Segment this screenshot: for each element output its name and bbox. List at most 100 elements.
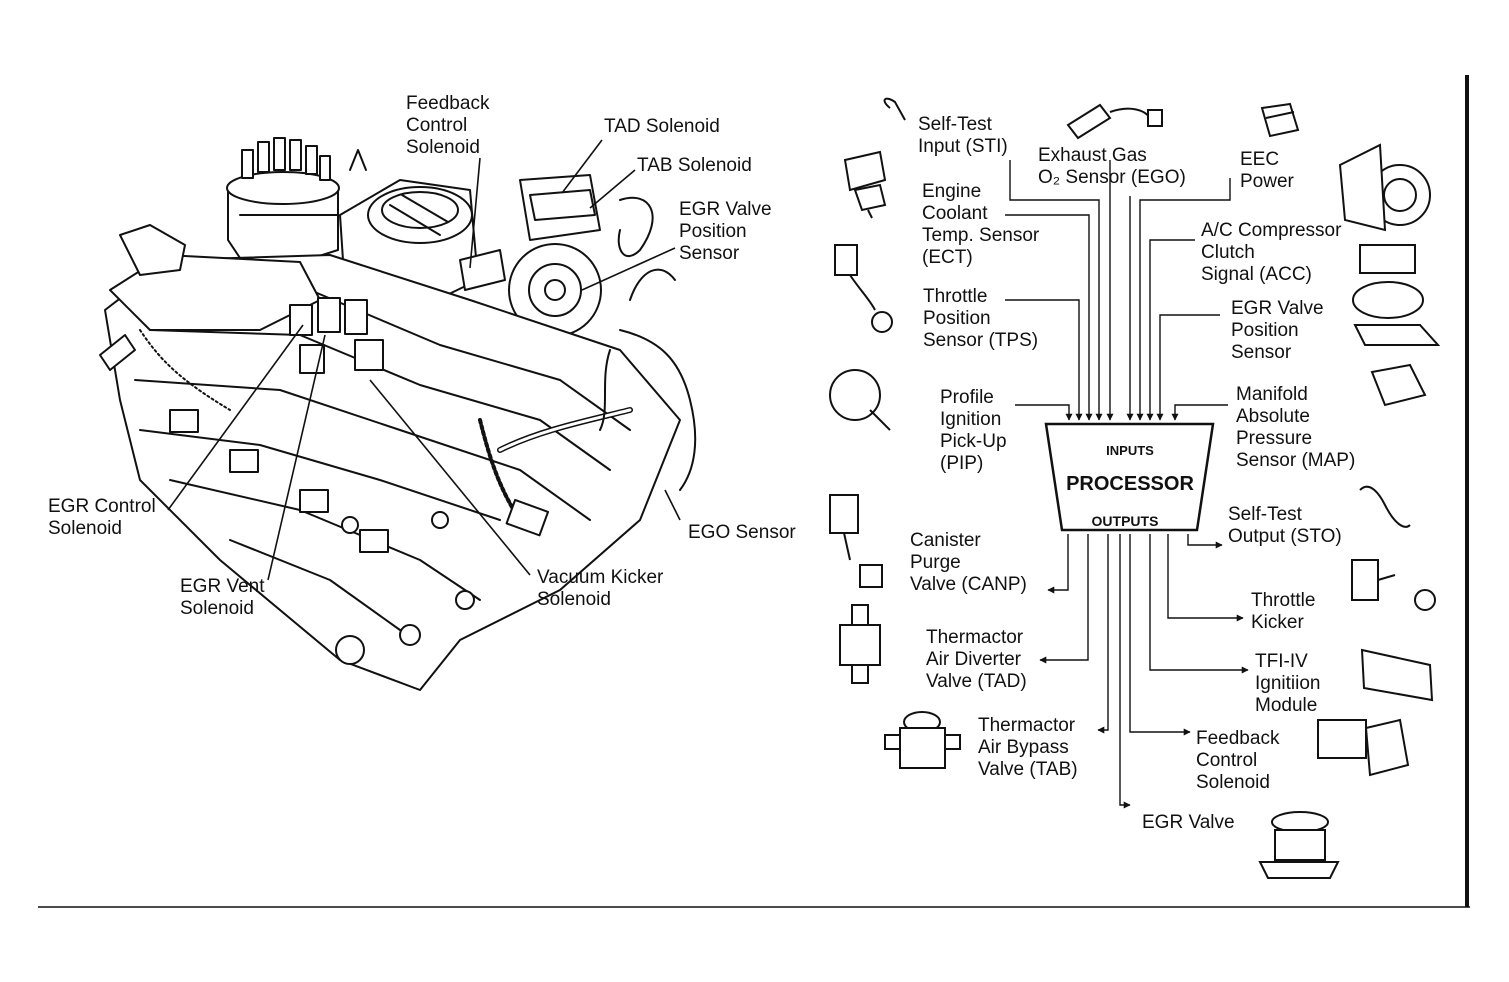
label-line: Coolant — [922, 203, 988, 224]
label-line: Absolute — [1236, 406, 1310, 427]
label-line: Purge — [910, 552, 961, 573]
label-line: (ECT) — [922, 247, 973, 268]
eec-power-icon — [1260, 102, 1300, 138]
label-egr-control-solenoid: EGR Control Solenoid — [48, 496, 156, 540]
exhaust-gas-sensor-icon — [1066, 103, 1163, 140]
label-line: Solenoid — [180, 598, 254, 619]
label-line: Self-Test — [1228, 504, 1302, 525]
leader-egr-position — [581, 247, 676, 291]
label-line: Exhaust Gas — [1038, 145, 1147, 166]
label-vacuum-kicker-solenoid: Vacuum Kicker Solenoid — [537, 567, 663, 611]
label-line: Solenoid — [537, 589, 611, 610]
engine-leader-lines — [167, 139, 681, 581]
tab-valve-icon — [884, 711, 961, 769]
label-line: Output (STO) — [1228, 526, 1342, 547]
egr-position-sensor-icon — [1352, 244, 1441, 346]
label-line: Signal (ACC) — [1201, 264, 1312, 285]
label-throttle-kicker: Throttle Kicker — [1251, 590, 1315, 634]
map-sensor-icon — [1370, 363, 1427, 407]
label-tad-solenoid: TAD Solenoid — [604, 116, 720, 138]
label-line: Control — [1196, 750, 1258, 771]
label-line: Position — [679, 221, 747, 242]
label-line: Vacuum Kicker — [537, 567, 664, 588]
label-line: Sensor (TPS) — [923, 330, 1039, 351]
leader-egr-vent — [267, 334, 326, 581]
processor-title: PROCESSOR — [1066, 473, 1194, 495]
label-ac-compressor-clutch: A/C Compressor Clutch Signal (ACC) — [1201, 220, 1341, 286]
self-test-input-icon — [883, 97, 906, 121]
egr-valve-icon — [1258, 811, 1340, 879]
label-thermactor-air-bypass: Thermactor Air Bypass Valve (TAB) — [978, 715, 1078, 781]
leader-vacuum-kicker — [369, 379, 531, 576]
label-exhaust-gas-sensor: Exhaust Gas O₂ Sensor (EGO) — [1038, 145, 1186, 189]
hoses-wires-icon — [139, 268, 697, 537]
canister-purge-icon — [829, 494, 883, 588]
label-self-test-input: Self-Test Input (STI) — [918, 114, 1008, 158]
label-line: Self-Test — [918, 114, 992, 135]
label-line: EGR Control — [48, 496, 156, 517]
label-egr-valve-position-sensor-input: EGR Valve Position Sensor — [1231, 298, 1324, 364]
leader-tad — [561, 139, 603, 194]
label-line: Valve (TAB) — [978, 759, 1078, 780]
label-line: Solenoid — [1196, 772, 1270, 793]
label-line: A/C Compressor — [1201, 220, 1342, 241]
label-line: Position — [1231, 320, 1299, 341]
feedback-solenoid-icon — [1317, 718, 1410, 777]
processor-inputs-label: INPUTS — [1106, 443, 1154, 458]
label-line: Ignition — [940, 409, 1002, 430]
label-line: Solenoid — [48, 518, 122, 539]
valve-cover-icon — [99, 224, 321, 371]
label-line: Sensor — [1231, 342, 1292, 363]
label-profile-ignition-pickup: Profile Ignition Pick-Up (PIP) — [940, 387, 1007, 475]
throttle-kicker-icon — [1351, 559, 1436, 611]
label-thermactor-air-diverter: Thermactor Air Diverter Valve (TAD) — [926, 627, 1027, 693]
label-self-test-output: Self-Test Output (STO) — [1228, 504, 1342, 548]
pip-icon — [829, 369, 891, 431]
label-feedback-control-solenoid: Feedback Control Solenoid — [406, 93, 489, 159]
label-line: Kicker — [1251, 612, 1304, 633]
leader-egr-control — [167, 324, 304, 511]
label-eec-power: EEC Power — [1240, 149, 1294, 193]
leader-ego — [664, 489, 681, 521]
label-line: Valve (CANP) — [910, 574, 1027, 595]
label-tfi-ignition-module: TFI-IV Ignitiion Module — [1255, 651, 1321, 717]
label-line: Valve (TAD) — [926, 671, 1027, 692]
distributor-icon — [226, 137, 340, 263]
label-line: Engine — [922, 181, 982, 202]
label-egr-valve-position-sensor-engine: EGR Valve Position Sensor — [679, 199, 772, 265]
output-lines — [1039, 534, 1249, 809]
label-egr-valve: EGR Valve — [1142, 812, 1235, 834]
label-line: Power — [1240, 171, 1294, 192]
input-lines — [1005, 160, 1231, 421]
label-line: EEC — [1240, 149, 1280, 170]
label-line: Feedback — [1196, 728, 1280, 749]
label-engine-coolant-temp: Engine Coolant Temp. Sensor (ECT) — [922, 181, 1039, 269]
label-feedback-control-solenoid-output: Feedback Control Solenoid — [1196, 728, 1279, 794]
label-line: (PIP) — [940, 453, 984, 474]
label-line: Clutch — [1201, 242, 1255, 263]
label-manifold-absolute-pressure: Manifold Absolute Pressure Sensor (MAP) — [1236, 384, 1355, 472]
label-line: Air Bypass — [978, 737, 1069, 758]
label-tab-solenoid: TAB Solenoid — [637, 155, 752, 177]
label-line: Ignitiion — [1255, 673, 1321, 694]
label-line: EGR Valve — [679, 199, 772, 220]
label-line: TAD Solenoid — [604, 116, 720, 137]
sto-icon — [1359, 485, 1411, 528]
label-line: Air Diverter — [926, 649, 1022, 670]
label-throttle-position-sensor: Throttle Position Sensor (TPS) — [923, 286, 1038, 352]
label-line: Canister — [910, 530, 981, 551]
tps-icon — [834, 244, 893, 333]
processor-outputs-label: OUTPUTS — [1091, 513, 1159, 529]
processor-box — [1044, 422, 1215, 532]
label-line: Throttle — [923, 286, 988, 307]
label-line: Temp. Sensor — [922, 225, 1040, 246]
label-line: O₂ Sensor (EGO) — [1038, 167, 1186, 188]
label-line: Profile — [940, 387, 994, 408]
leader-tab — [589, 169, 636, 209]
label-line: Sensor (MAP) — [1236, 450, 1356, 471]
label-line: EGR Valve — [1142, 812, 1235, 833]
label-line: EGR Vent — [180, 576, 265, 597]
tad-valve-icon — [839, 604, 881, 684]
